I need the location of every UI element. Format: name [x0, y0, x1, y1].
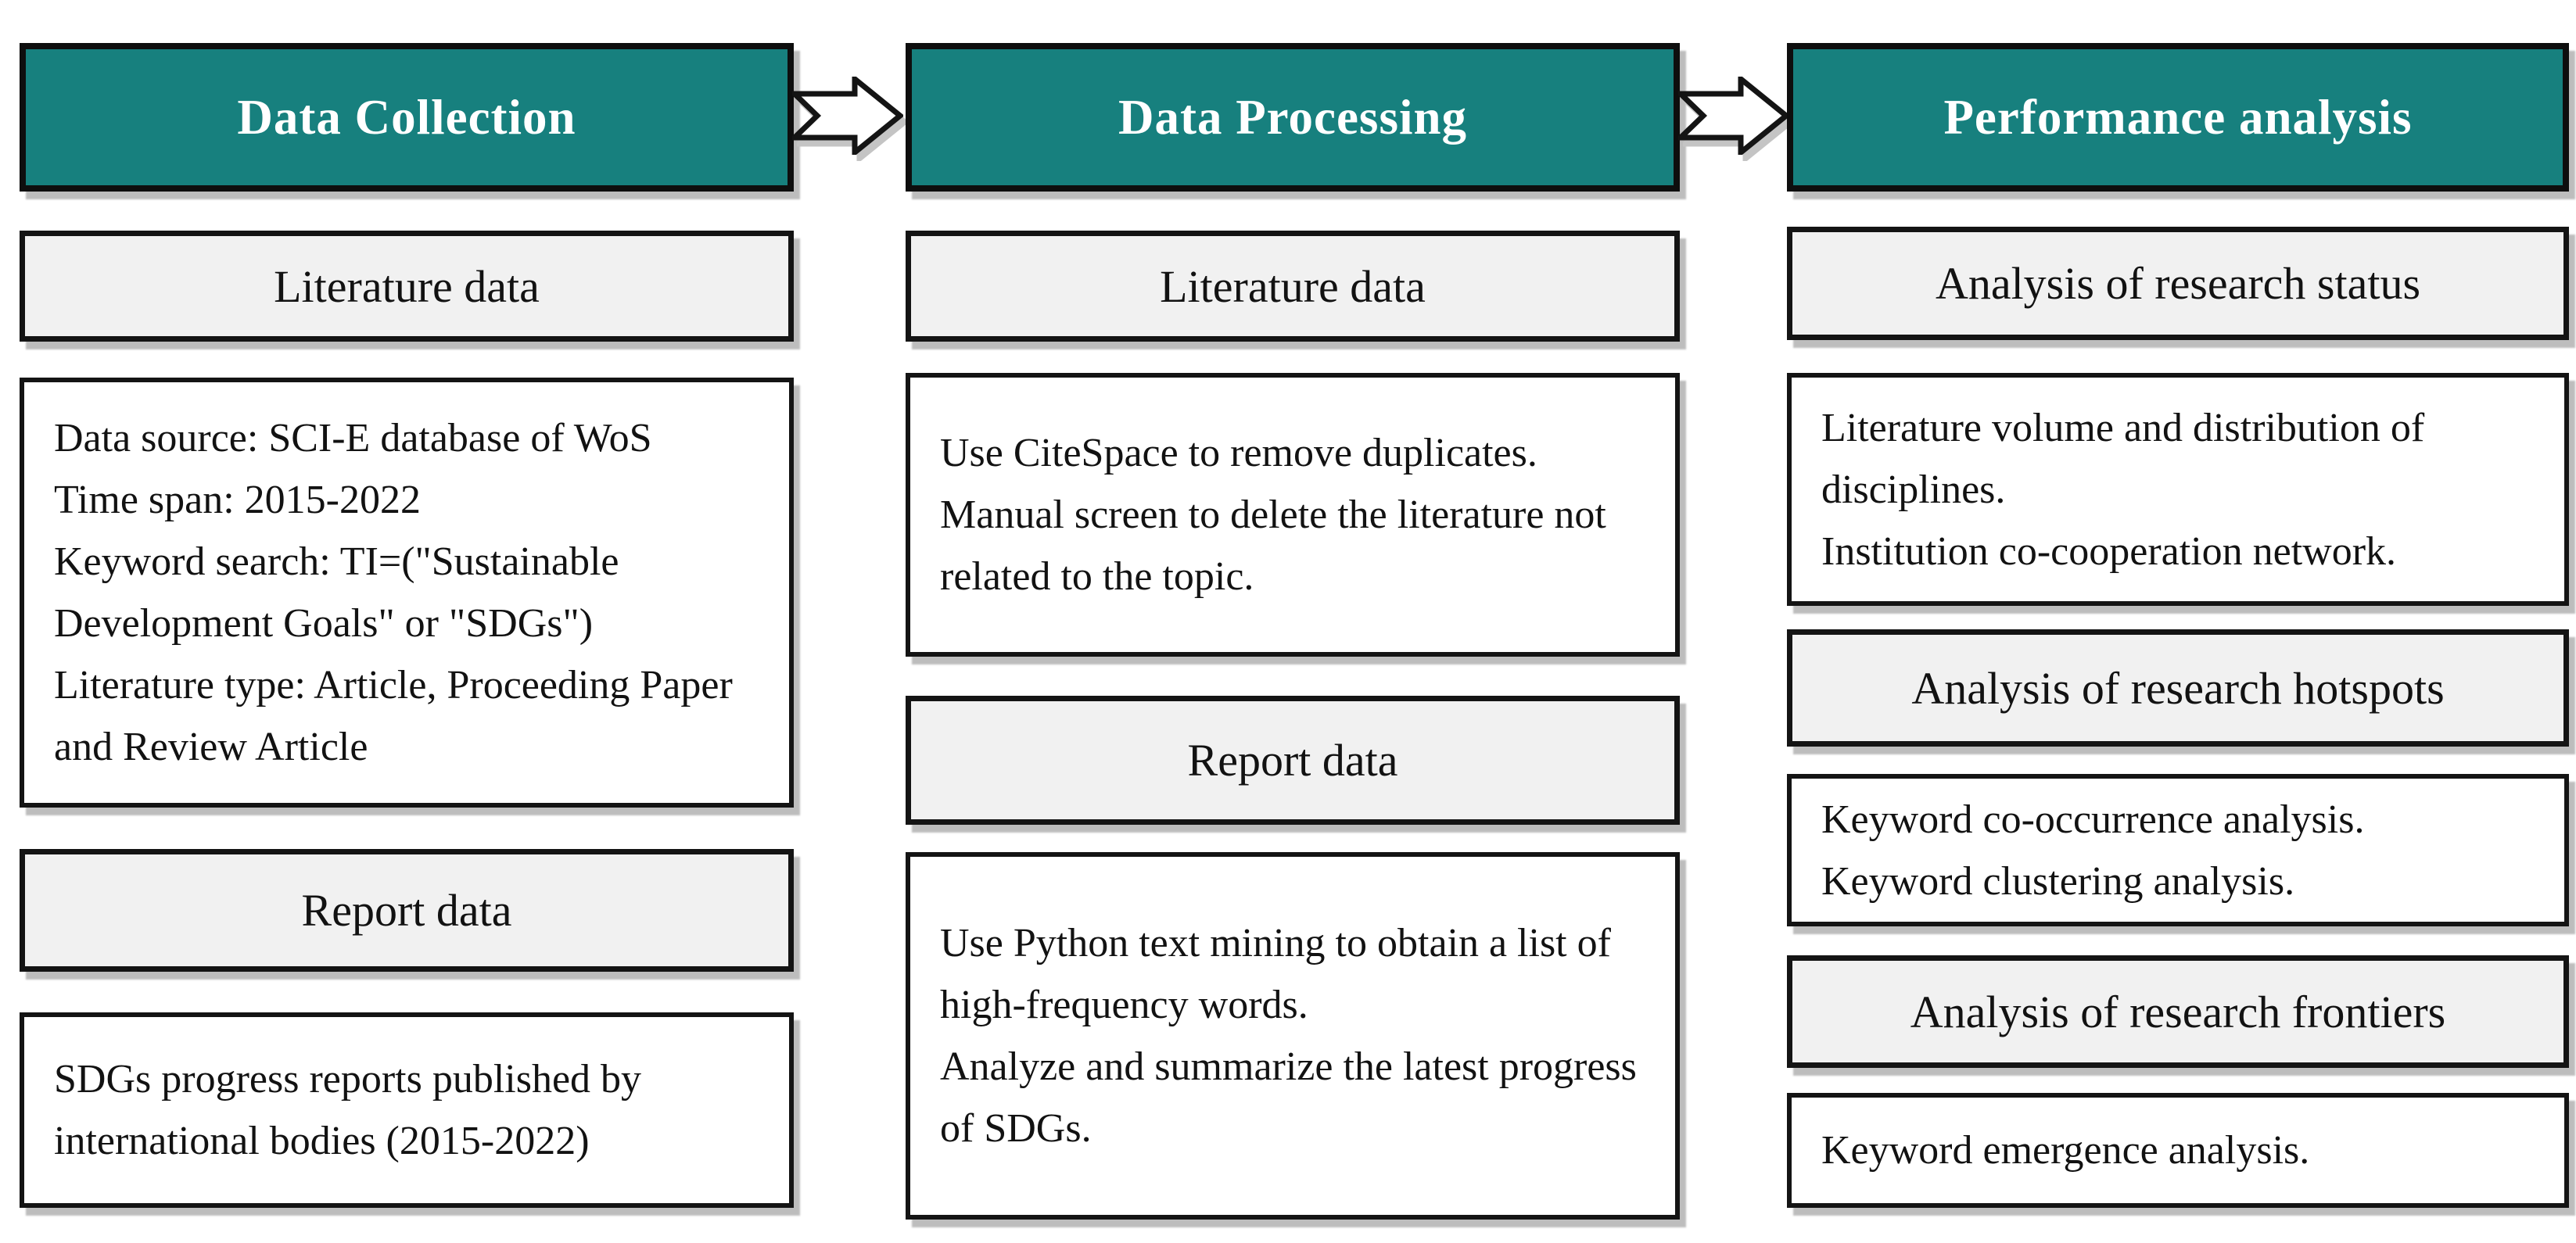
- text-line: Manual screen to delete the literature n…: [940, 493, 1606, 599]
- flow-right-arrow-icon: [1678, 77, 1789, 155]
- stage-header-data-processing: Data Processing: [906, 43, 1680, 192]
- content-box-processing-report: Use Python text mining to obtain a list …: [906, 852, 1680, 1220]
- text-line: Literature volume and distribution of di…: [1821, 405, 2425, 512]
- label-box-research-status: Analysis of research status: [1787, 227, 2569, 340]
- stage-header-performance-analysis: Performance analysis: [1787, 43, 2569, 192]
- column-performance-analysis: Performance analysis Analysis of researc…: [1787, 0, 2569, 1243]
- text-line: Institution co-cooperation network.: [1821, 528, 2397, 574]
- text-line: Data source: SCI-E database of WoS: [54, 416, 652, 460]
- text-line: Keyword emergence analysis.: [1821, 1128, 2310, 1173]
- label-box-report-data: Report data: [20, 849, 794, 972]
- label-box-research-hotspots: Analysis of research hotspots: [1787, 629, 2569, 747]
- content-box-collection-literature: Data source: SCI-E database of WoS Time …: [20, 378, 794, 808]
- content-box-research-status: Literature volume and distribution of di…: [1787, 373, 2569, 606]
- label-box-report-data: Report data: [906, 696, 1680, 825]
- text-line: Time span: 2015-2022: [54, 478, 421, 522]
- text-line: Keyword search: TI=("Sustainable Develop…: [54, 539, 619, 646]
- text-line: Use Python text mining to obtain a list …: [940, 921, 1611, 1027]
- text-line: Literature type: Article, Proceeding Pap…: [54, 663, 733, 769]
- text-line: Keyword co-occurrence analysis.: [1821, 797, 2365, 842]
- text-line: Keyword clustering analysis.: [1821, 858, 2295, 904]
- label-box-literature-data: Literature data: [20, 231, 794, 342]
- flow-right-arrow-icon: [792, 77, 903, 155]
- column-data-collection: Data Collection Literature data Data sou…: [20, 0, 794, 1243]
- stage-header-data-collection: Data Collection: [20, 43, 794, 192]
- content-box-research-frontiers: Keyword emergence analysis.: [1787, 1093, 2569, 1208]
- content-box-collection-report: SDGs progress reports published by inter…: [20, 1012, 794, 1208]
- content-box-research-hotspots: Keyword co-occurrence analysis. Keyword …: [1787, 774, 2569, 926]
- text-line: SDGs progress reports published by inter…: [54, 1057, 642, 1163]
- label-box-research-frontiers: Analysis of research frontiers: [1787, 955, 2569, 1068]
- text-line: Use CiteSpace to remove duplicates.: [940, 431, 1537, 475]
- label-box-literature-data: Literature data: [906, 231, 1680, 342]
- text-line: Analyze and summarize the latest progres…: [940, 1044, 1637, 1151]
- column-data-processing: Data Processing Literature data Use Cite…: [906, 0, 1680, 1243]
- content-box-processing-literature: Use CiteSpace to remove duplicates. Manu…: [906, 373, 1680, 657]
